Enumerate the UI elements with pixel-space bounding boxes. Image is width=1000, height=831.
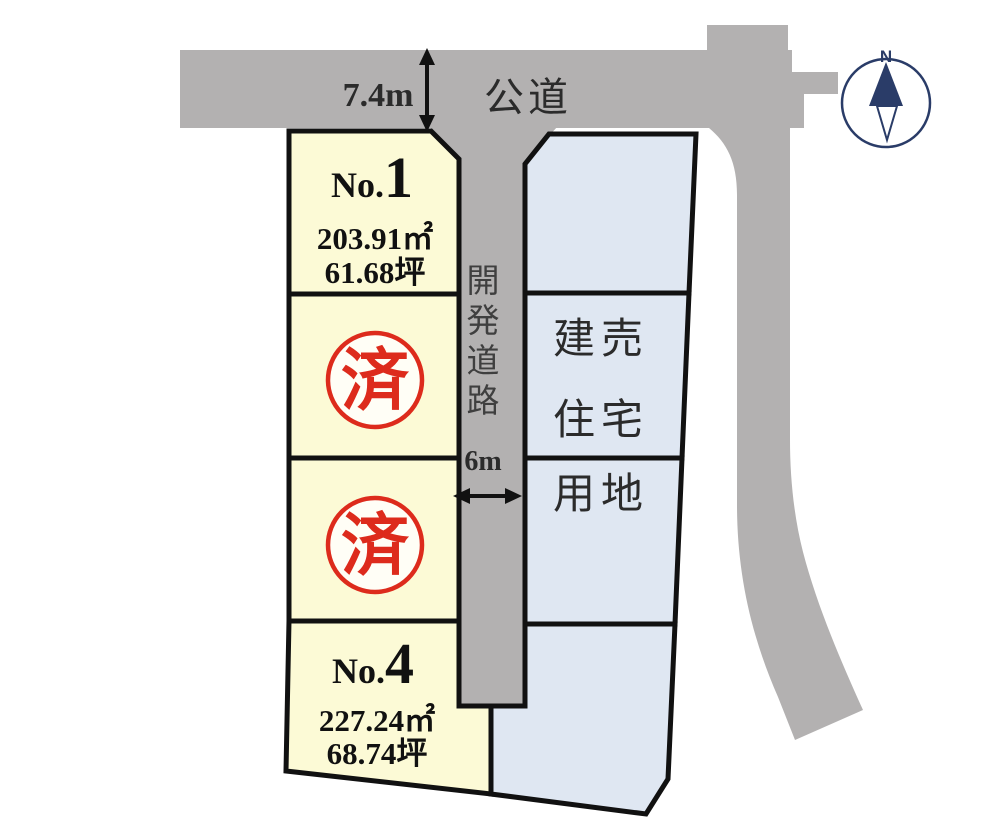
public-road-width-arrow (419, 48, 435, 132)
housing-site-label-line1: 建売 (553, 315, 649, 362)
housing-site-label-line2: 住宅 (553, 396, 649, 443)
compass-needle-south (875, 105, 899, 144)
compass: N (840, 47, 932, 149)
parcel-no1-number: No.1 (331, 145, 413, 210)
development-road-width-arrow (453, 488, 522, 504)
sold-stamp-1-circle (325, 330, 425, 430)
parcel-no4-number: No.4 (332, 631, 414, 696)
public-road-label: 公道 (484, 76, 572, 120)
sold-stamp-2-text: 済 (341, 508, 410, 584)
compass-north-label: N (880, 47, 892, 66)
parcel-no4-area-sqm: 227.24㎡ (319, 703, 435, 738)
roads-group (180, 25, 863, 740)
blue-parcels-group (488, 131, 699, 817)
public-road-width-label: 7.4m (343, 77, 414, 114)
housing-parcel-4 (488, 621, 678, 817)
compass-circle (840, 57, 932, 149)
parcel-no1-area-sqm: 203.91㎡ (317, 221, 433, 256)
sold-stamp-1-text: 済 (341, 343, 410, 419)
development-road-label: 開発道路 (467, 262, 500, 419)
public-road-right-step (790, 72, 838, 128)
parcel-no1-area-tsubo: 61.68坪 (325, 255, 426, 290)
housing-site-label-line3: 用地 (553, 470, 649, 517)
parcel-no4-area-tsubo: 68.74坪 (327, 736, 428, 771)
top-road-arm (707, 25, 788, 55)
development-road-width-label: 6m (464, 446, 501, 477)
sold-stamp-1: 済 (325, 330, 425, 430)
sold-stamp-2: 済 (325, 495, 425, 595)
right-curved-road-shape (709, 128, 863, 740)
housing-parcel-1 (522, 131, 699, 296)
sold-stamp-2-circle (325, 495, 425, 595)
parcel-no1 (286, 128, 462, 297)
compass-needle-north (869, 62, 903, 106)
public-road-shape (180, 50, 792, 128)
